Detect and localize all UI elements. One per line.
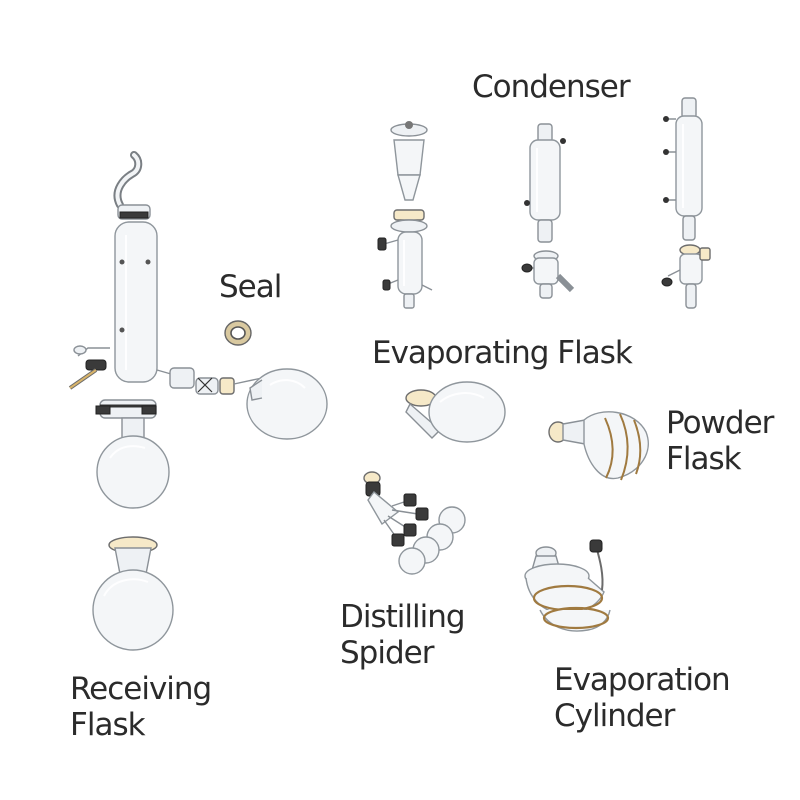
label-receiving-flask-line2: Flask bbox=[70, 707, 146, 743]
evaporation-cylinder-illustration bbox=[524, 539, 611, 632]
distilling-spider-illustration bbox=[363, 471, 466, 575]
condenser-illustration bbox=[377, 97, 711, 309]
assembled-evaporator-illustration bbox=[68, 151, 328, 509]
seal-illustration bbox=[224, 320, 252, 346]
label-distilling-spider-line1: Distilling bbox=[340, 599, 466, 635]
label-evaporation-cylinder-line1: Evaporation bbox=[554, 662, 731, 698]
label-receiving-flask-line1: Receiving bbox=[70, 671, 212, 707]
label-powder-flask-line2: Flask bbox=[666, 441, 742, 477]
label-evaporation-cylinder-line2: Cylinder bbox=[554, 698, 675, 734]
label-evaporating-flask: Evaporating Flask bbox=[372, 335, 633, 371]
receiving-flask-illustration bbox=[92, 536, 174, 651]
label-powder-flask-line1: Powder bbox=[666, 405, 774, 441]
label-seal: Seal bbox=[219, 269, 282, 305]
label-distilling-spider-line2: Spider bbox=[340, 635, 434, 671]
powder-flask-illustration bbox=[548, 411, 649, 481]
evaporating-flask-illustration bbox=[405, 381, 506, 443]
label-condenser: Condenser bbox=[472, 69, 631, 105]
